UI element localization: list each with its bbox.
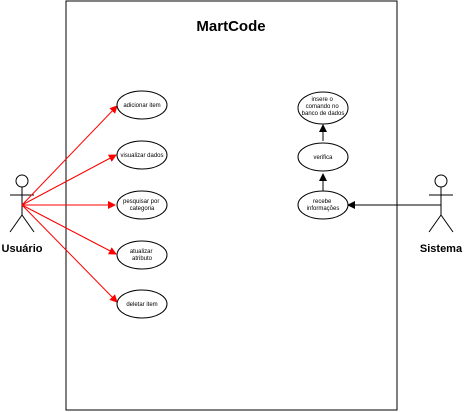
association-arrow xyxy=(21,154,117,206)
use-case-label: recebe xyxy=(313,199,332,205)
use-case-label: categoria xyxy=(130,206,155,212)
svg-text:verifica: verifica xyxy=(313,155,333,161)
user-actor-label: Usuário xyxy=(2,243,43,255)
svg-text:pesquisar por categoria: pesquisar por categoria xyxy=(123,199,161,212)
use-case-verify: verifica xyxy=(297,142,349,172)
svg-text:insere o comando no: insere o comando no banco de dados xyxy=(302,97,345,117)
use-case-insert-command: insere o comando no banco de dados xyxy=(297,91,349,125)
use-case-delete-item: deletar item xyxy=(116,289,168,319)
user-actor xyxy=(9,174,35,233)
use-case-view-data: visualizar dados xyxy=(116,140,168,170)
use-case-label: verifica xyxy=(313,155,333,161)
use-case-label: adicionar item xyxy=(123,103,160,109)
svg-text:visualizar dados: visualizar dados xyxy=(120,153,163,159)
use-case-label: atributo xyxy=(132,256,153,262)
use-case-receive-info: recebe informações xyxy=(297,190,349,220)
system-actor-label: Sistema xyxy=(420,243,463,255)
association-arrow xyxy=(21,105,118,206)
use-case-search-category: pesquisar por categoria xyxy=(116,190,168,220)
use-case-label: visualizar dados xyxy=(120,153,163,159)
use-case-label: insere o xyxy=(311,97,333,103)
svg-text:deletar item: deletar item xyxy=(126,302,157,308)
svg-text:adicionar item: adicionar item xyxy=(123,103,160,109)
system-flow xyxy=(319,124,441,209)
use-case-label: banco de dados xyxy=(302,111,345,117)
svg-text:recebe informações: recebe informações xyxy=(307,199,340,212)
use-case-add-item: adicionar item xyxy=(116,90,168,120)
association-arrow xyxy=(21,204,117,255)
use-case-update-attribute: atualizar atributo xyxy=(116,240,168,270)
system-title: MartCode xyxy=(196,18,265,35)
use-case-label: atualizar xyxy=(130,249,153,255)
user-associations xyxy=(21,105,118,303)
system-actor xyxy=(428,174,454,233)
svg-text:atualizar atributo: atualizar atributo xyxy=(130,249,154,262)
use-case-label: pesquisar por xyxy=(123,199,159,205)
use-case-label: deletar item xyxy=(126,302,157,308)
use-case-label: comando no xyxy=(306,104,340,110)
association-arrow xyxy=(21,204,118,303)
use-case-label: informações xyxy=(307,206,340,212)
